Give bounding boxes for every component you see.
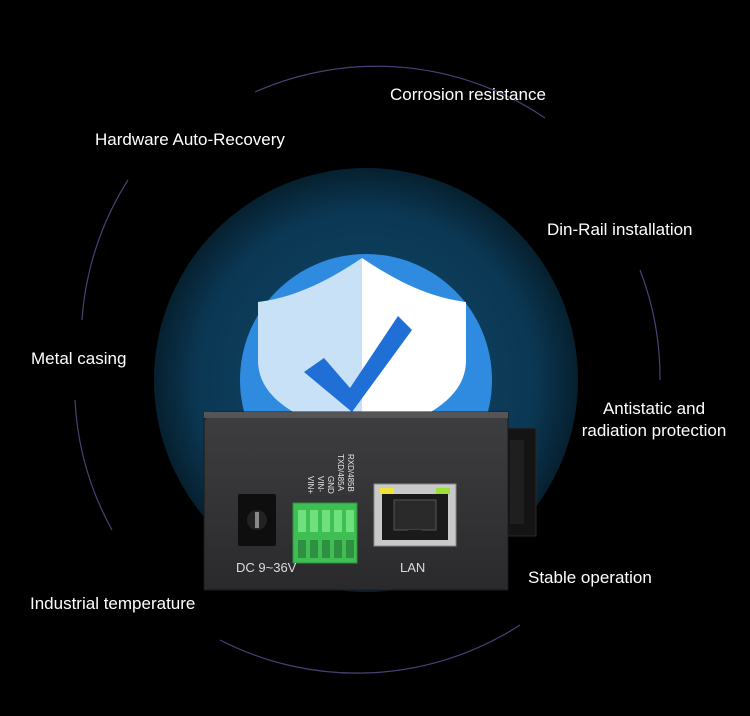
terminal-label-txd: TXD/485A bbox=[336, 454, 345, 492]
terminal-label-gnd: GND bbox=[326, 476, 335, 494]
power-jack bbox=[238, 494, 276, 546]
lan-label: LAN bbox=[400, 560, 425, 575]
orbit-arc-top bbox=[254, 65, 546, 119]
feature-metal-casing: Metal casing bbox=[31, 349, 127, 368]
lan-port bbox=[373, 483, 457, 547]
feature-corrosion-resistance: Corrosion resistance bbox=[390, 85, 546, 104]
feature-hardware-auto-recovery: Hardware Auto-Recovery bbox=[95, 130, 285, 149]
feature-antistatic-radiation: Antistatic and radiation protection bbox=[570, 398, 738, 442]
feature-antistatic-line1: Antistatic and bbox=[602, 399, 706, 418]
feature-industrial-temperature: Industrial temperature bbox=[30, 594, 196, 613]
orbit-arc-right bbox=[639, 269, 661, 381]
orbit-arc-bottom bbox=[219, 624, 521, 674]
terminal-label-rxd: RXD/485B bbox=[346, 454, 355, 492]
orbit-rings bbox=[74, 65, 661, 674]
terminal-block bbox=[292, 502, 358, 564]
terminal-labels: RXD/485B TXD/485A GND VIN- VIN+ bbox=[306, 454, 355, 494]
feature-stable-operation: Stable operation bbox=[528, 568, 652, 587]
terminal-label-vin-plus: VIN+ bbox=[306, 476, 315, 494]
terminal-label-vin-minus: VIN- bbox=[316, 476, 325, 492]
power-label: DC 9~36V bbox=[236, 560, 297, 575]
shield-check-icon bbox=[258, 258, 466, 442]
orbit-arc-left-lower bbox=[74, 399, 113, 531]
feature-antistatic-line2: radiation protection bbox=[581, 421, 727, 440]
feature-din-rail-installation: Din-Rail installation bbox=[547, 220, 693, 239]
device: RXD/485B TXD/485A GND VIN- VIN+ DC 9~36V… bbox=[203, 411, 509, 591]
orbit-arc-left-upper bbox=[81, 179, 129, 321]
